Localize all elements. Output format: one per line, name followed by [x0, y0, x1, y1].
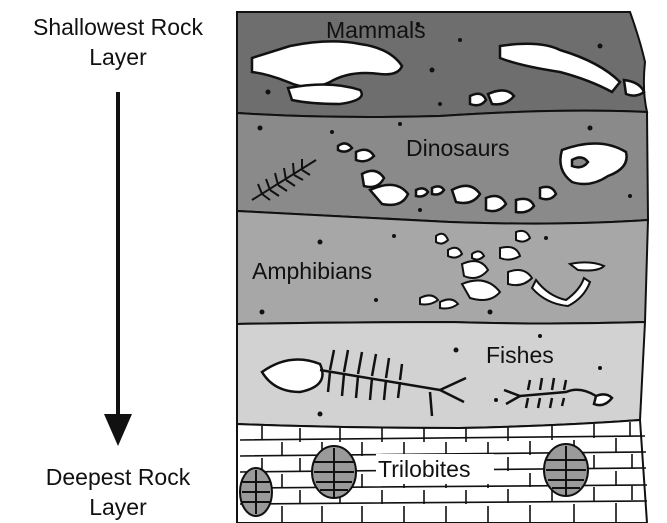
layer-fishes: Fishes — [237, 322, 645, 428]
layer-amphibians: Amphibians — [237, 211, 648, 324]
layer-mammals: Mammals — [237, 12, 647, 117]
down-arrow-icon — [104, 92, 132, 446]
layer-label-mammals: Mammals — [326, 17, 426, 43]
layer-label-dinosaurs: Dinosaurs — [406, 135, 510, 161]
layer-trilobites: Trilobites — [237, 420, 647, 523]
layer-label-amphibians: Amphibians — [252, 258, 372, 284]
trilobite-icon — [312, 446, 356, 498]
layer-label-fishes: Fishes — [486, 342, 554, 368]
layer-dinosaurs: Dinosaurs — [237, 111, 648, 224]
layer-label-trilobites: Trilobites — [378, 456, 470, 482]
trilobite-icon — [544, 444, 588, 496]
trilobite-icon — [240, 468, 272, 516]
